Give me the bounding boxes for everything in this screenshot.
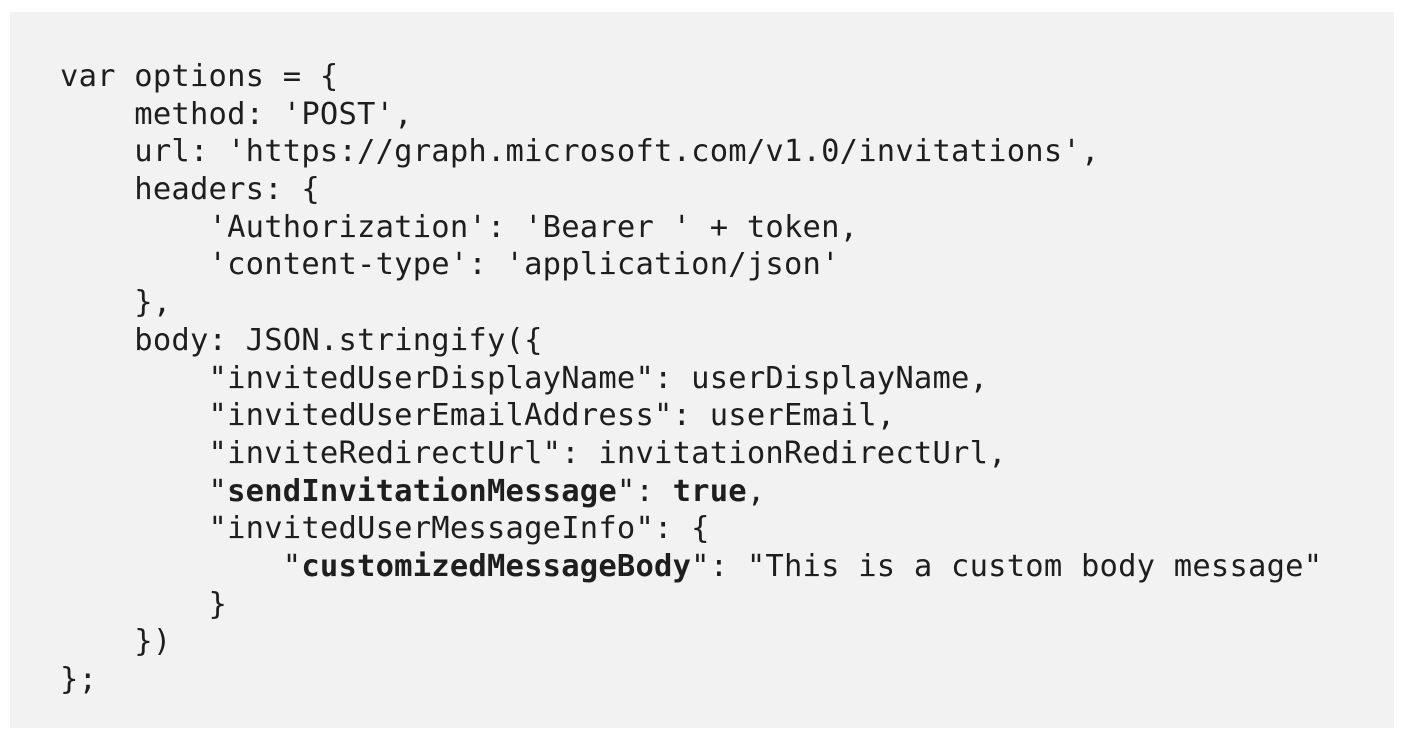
- code-token: "invitedUserEmailAddress": userEmail,: [60, 398, 896, 434]
- code-token: method: 'POST',: [60, 96, 413, 132]
- code-line: },: [60, 284, 1394, 322]
- code-line: 'content-type': 'application/json': [60, 246, 1394, 284]
- code-line: "sendInvitationMessage": true,: [60, 473, 1394, 511]
- code-line: url: 'https://graph.microsoft.com/v1.0/i…: [60, 133, 1394, 171]
- code-token: 'Authorization': 'Bearer ' + token,: [60, 209, 859, 245]
- code-token: url: 'https://graph.microsoft.com/v1.0/i…: [60, 134, 1100, 170]
- code-line: "invitedUserEmailAddress": userEmail,: [60, 397, 1394, 435]
- code-token: 'content-type': 'application/json': [60, 247, 840, 283]
- code-token: body: JSON.stringify({: [60, 322, 543, 358]
- code-token: };: [60, 662, 98, 697]
- code-line: "invitedUserDisplayName": userDisplayNam…: [60, 360, 1394, 398]
- code-token: ": "This is a custom body message": [691, 548, 1323, 584]
- code-token: "inviteRedirectUrl": invitationRedirectU…: [60, 435, 1007, 471]
- code-line: };: [60, 661, 1394, 699]
- code-token: "invitedUserDisplayName": userDisplayNam…: [60, 360, 989, 396]
- code-token-bold: sendInvitationMessage: [227, 473, 617, 509]
- code-line: }): [60, 623, 1394, 661]
- code-line: method: 'POST',: [60, 96, 1394, 134]
- code-token: },: [60, 285, 172, 321]
- code-token: ": [60, 548, 302, 584]
- code-token: headers: {: [60, 172, 320, 208]
- code-line: "inviteRedirectUrl": invitationRedirectU…: [60, 435, 1394, 473]
- code-token: ": [60, 473, 228, 509]
- code-token: }): [60, 624, 172, 660]
- code-token: }: [60, 586, 228, 622]
- code-token-bold: customizedMessageBody: [301, 548, 692, 584]
- code-token: ":: [616, 473, 673, 509]
- code-line: "customizedMessageBody": "This is a cust…: [60, 548, 1394, 586]
- code-lines: var options = { method: 'POST', url: 'ht…: [60, 58, 1394, 699]
- code-line: var options = {: [60, 58, 1394, 96]
- code-block: var options = { method: 'POST', url: 'ht…: [10, 12, 1394, 728]
- code-token: "invitedUserMessageInfo": {: [60, 511, 710, 547]
- code-token-bold: true: [672, 473, 747, 509]
- code-line: headers: {: [60, 171, 1394, 209]
- code-line: 'Authorization': 'Bearer ' + token,: [60, 209, 1394, 247]
- code-line: "invitedUserMessageInfo": {: [60, 510, 1394, 548]
- code-token: ,: [746, 473, 766, 509]
- code-line: }: [60, 586, 1394, 624]
- code-line: body: JSON.stringify({: [60, 322, 1394, 360]
- code-token: var options = {: [60, 59, 339, 94]
